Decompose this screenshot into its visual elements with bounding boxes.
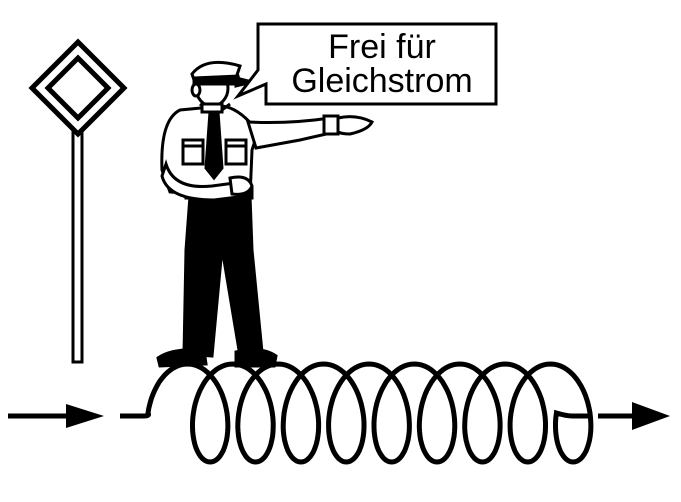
speech-bubble-line-2: Gleichstrom <box>291 62 472 100</box>
arrow-right-icon <box>598 402 670 430</box>
speech-bubble-line-1: Frei für <box>328 28 436 66</box>
priority-road-sign-icon <box>28 38 128 364</box>
coil-icon <box>120 361 594 465</box>
arrow-right-icon <box>8 404 104 428</box>
speech-bubble: Frei für Gleichstrom <box>233 22 498 106</box>
traffic-police-officer-icon <box>156 60 375 368</box>
